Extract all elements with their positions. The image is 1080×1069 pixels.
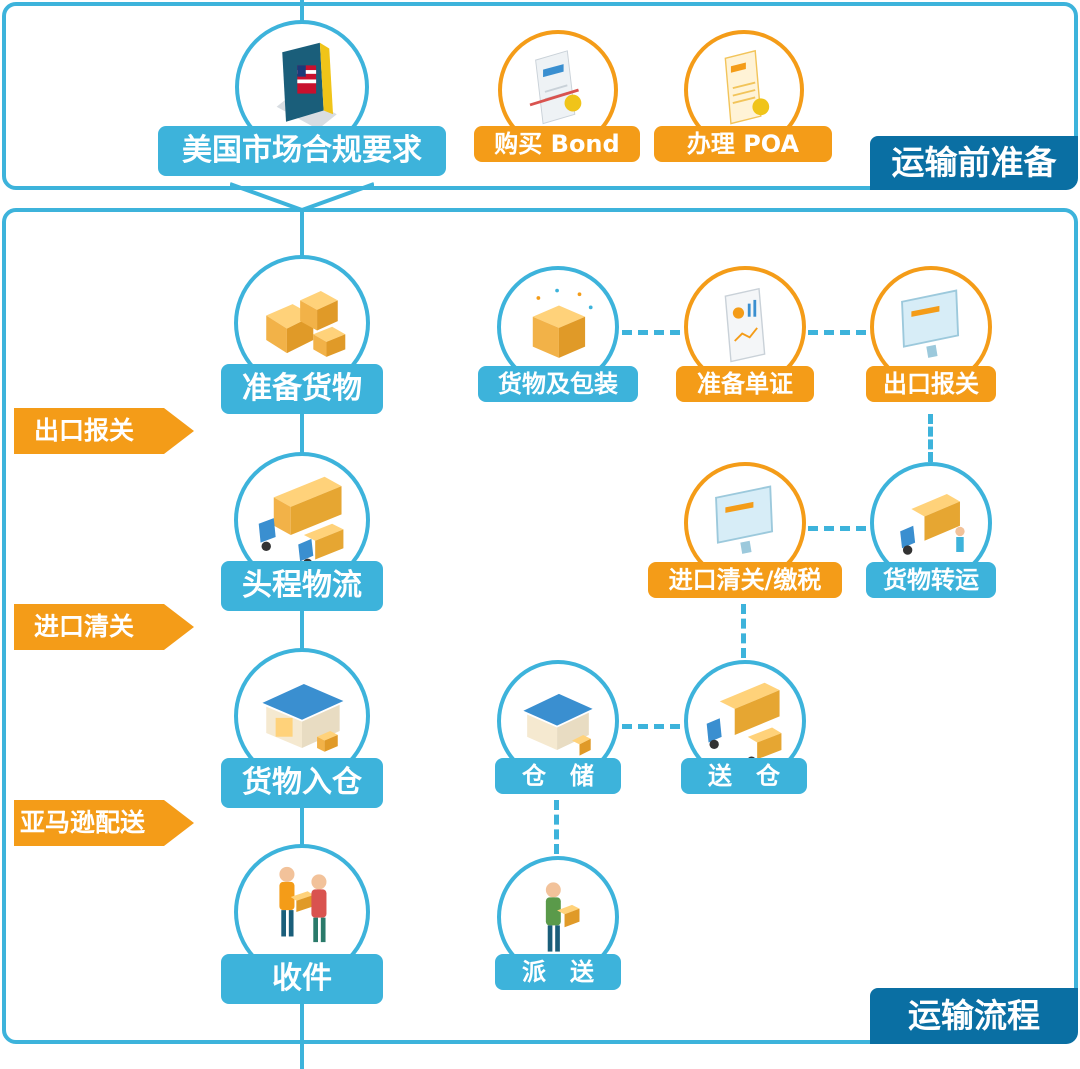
connector-package-docs: [622, 330, 680, 335]
people-handover-icon: [279, 866, 327, 943]
monitor-icon: [715, 485, 774, 554]
truck-loading-icon: [900, 494, 965, 555]
node-delivery: 送 仓: [681, 758, 807, 794]
connector-chevron: [230, 182, 374, 230]
monitor-icon: [901, 289, 960, 358]
phase-arrow-import-label: 进口清关: [34, 612, 135, 641]
bond-document-icon: [529, 50, 582, 125]
connector-storage-dispatch: [554, 800, 559, 854]
section-label-prep: 运输前准备: [870, 136, 1078, 190]
main-step-compliance: 美国市场合规要求: [158, 126, 446, 176]
trucks-icon: [706, 682, 782, 766]
node-documents: 准备单证: [676, 366, 814, 402]
phase-arrow-export-label: 出口报关: [34, 416, 135, 445]
main-step-first-leg: 头程物流: [221, 561, 383, 611]
node-import: 进口清关/缴税: [648, 562, 842, 598]
prep-item-poa: 办理 POA: [654, 126, 832, 162]
node-storage: 仓 储: [495, 758, 621, 794]
connector-docs-export: [808, 330, 866, 335]
main-step-prepare-goods: 准备货物: [221, 364, 383, 414]
phase-arrow-import: 进口清关: [14, 604, 194, 650]
node-dispatch: 派 送: [495, 954, 621, 990]
connector-export-transfer: [928, 414, 933, 462]
section-label-flow: 运输流程: [870, 988, 1078, 1044]
warehouse-icon: [523, 693, 593, 756]
phase-arrow-amazon: 亚马逊配送: [14, 800, 194, 846]
connector-delivery-storage: [622, 724, 680, 729]
document-chart-icon: [724, 287, 766, 363]
prep-item-bond: 购买 Bond: [474, 126, 640, 162]
courier-icon: [545, 882, 580, 952]
trucks-icon: [258, 476, 344, 568]
boxes-icon: [266, 291, 346, 357]
node-transfer: 货物转运: [866, 562, 996, 598]
main-step-receive: 收件: [221, 954, 383, 1004]
warehouse-icon: [262, 684, 344, 752]
node-package: 货物及包装: [478, 366, 638, 402]
poa-document-icon: [724, 49, 770, 125]
export-circle: [870, 266, 992, 388]
connector-import-delivery: [741, 604, 746, 658]
book-flag-icon: [276, 42, 337, 130]
main-step-warehousing: 货物入仓: [221, 758, 383, 808]
connector-transfer-import: [808, 526, 866, 531]
phase-arrow-export: 出口报关: [14, 408, 194, 454]
phase-arrow-amazon-label: 亚马逊配送: [20, 808, 146, 837]
node-export: 出口报关: [866, 366, 996, 402]
package-icon: [532, 288, 593, 358]
